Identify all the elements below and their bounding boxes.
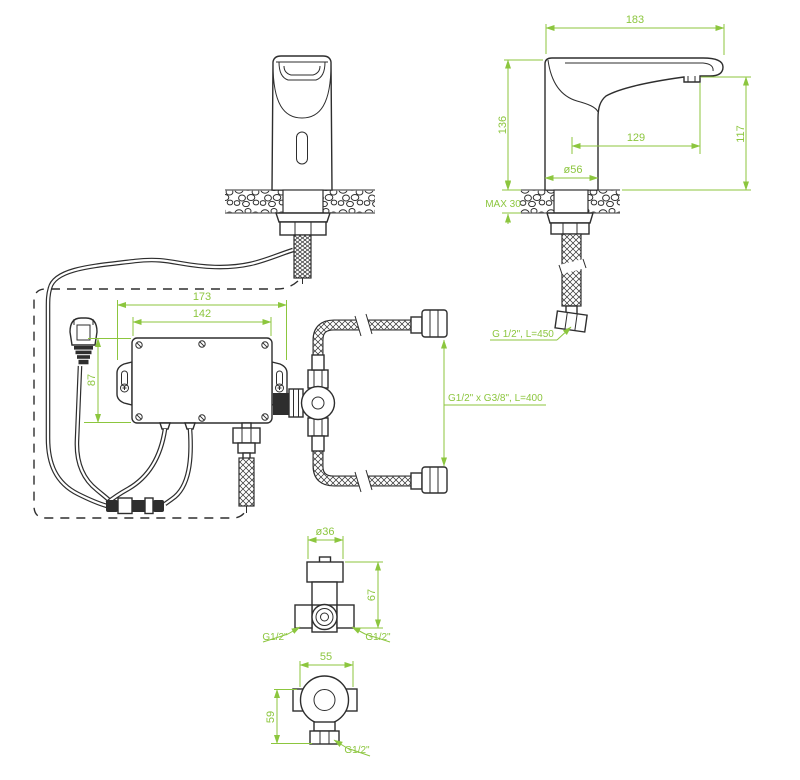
box-cables [105, 428, 193, 506]
mounting-nut-side [550, 222, 590, 235]
spout-underside-curve [272, 63, 332, 119]
supply-hose [554, 233, 588, 333]
control-box [116, 337, 288, 430]
label-valve-port-left: G1/2" [262, 632, 288, 643]
keyhole-slot-right [275, 370, 284, 393]
hose-dimension: G1/2" x G3/8", L=400 [441, 339, 546, 467]
valve-top-view: 55 59 G1/2" [265, 651, 371, 757]
valve-top-nut [309, 730, 340, 745]
dim-base-diameter: ø56 [564, 164, 583, 176]
side-view-dimensions: 183 136 117 129 ø56 MAX 30 G 1/2", L=450 [485, 14, 751, 341]
cable-connector [106, 497, 164, 515]
dim-box-inner-width: 142 [193, 308, 211, 320]
dim-valve-height: 67 [366, 589, 378, 601]
mounting-nut-front [279, 221, 327, 236]
dim-valve-diameter: ø36 [316, 526, 335, 538]
mounting-flange-side [546, 212, 594, 224]
faucet-side-view: 183 136 117 129 ø56 MAX 30 G 1/2", L=450 [485, 14, 751, 341]
dim-counter-max: MAX 30 [485, 199, 521, 210]
label-mixing-hoses: G1/2" x G3/8", L=400 [448, 393, 543, 404]
solenoid-valve [273, 354, 336, 452]
faucet-side-body [544, 57, 724, 192]
dim-valve-depth: 59 [265, 711, 277, 723]
label-valve-port-bottom: G1/2" [344, 745, 370, 756]
hose-end-fitting [554, 310, 588, 333]
power-plug [69, 317, 112, 503]
valve-side-dimensions: ø36 67 G1/2" G1/2" [262, 526, 391, 643]
dim-box-height: 87 [86, 374, 98, 386]
dim-outlet-height: 117 [735, 125, 747, 143]
valve-top-dimensions: 55 59 G1/2" [265, 651, 371, 757]
plug-strain-relief [74, 346, 93, 365]
threaded-shank-front [293, 234, 312, 279]
dim-spout-length: 183 [626, 14, 644, 26]
faucet-front-body [271, 55, 333, 192]
control-box-dimensions: 173 142 87 [84, 291, 287, 423]
countertop-side [520, 189, 620, 214]
dim-valve-width: 55 [320, 651, 332, 663]
box-screws [135, 340, 269, 422]
valve-port-right [336, 604, 355, 629]
valve-port-left [294, 604, 313, 629]
valve-cap [306, 561, 344, 583]
keyhole-slot-left [120, 370, 129, 393]
control-box-body [131, 337, 273, 424]
valve-side-view: ø36 67 G1/2" G1/2" [262, 526, 391, 643]
mixing-hoses [312, 309, 448, 494]
valve-top-body [299, 675, 350, 725]
dim-body-height: 136 [497, 116, 509, 134]
valve-body [300, 385, 336, 421]
dim-box-outer-width: 173 [193, 291, 211, 303]
dashed-enclosure [33, 280, 299, 519]
dim-spout-reach: 129 [627, 132, 645, 144]
outlet-hose-stub [232, 422, 261, 513]
sensor-window [296, 131, 308, 165]
mounting-flange-front [275, 212, 331, 223]
label-supply-hose: G 1/2", L=450 [492, 329, 554, 340]
faucet-front-view [225, 55, 375, 284]
countertop-front [225, 189, 375, 214]
label-valve-port-right: G1/2" [365, 632, 391, 643]
installation-group: 173 142 87 G1/2" x G3/8", L=400 [33, 247, 546, 519]
sensor-cable [45, 247, 294, 509]
